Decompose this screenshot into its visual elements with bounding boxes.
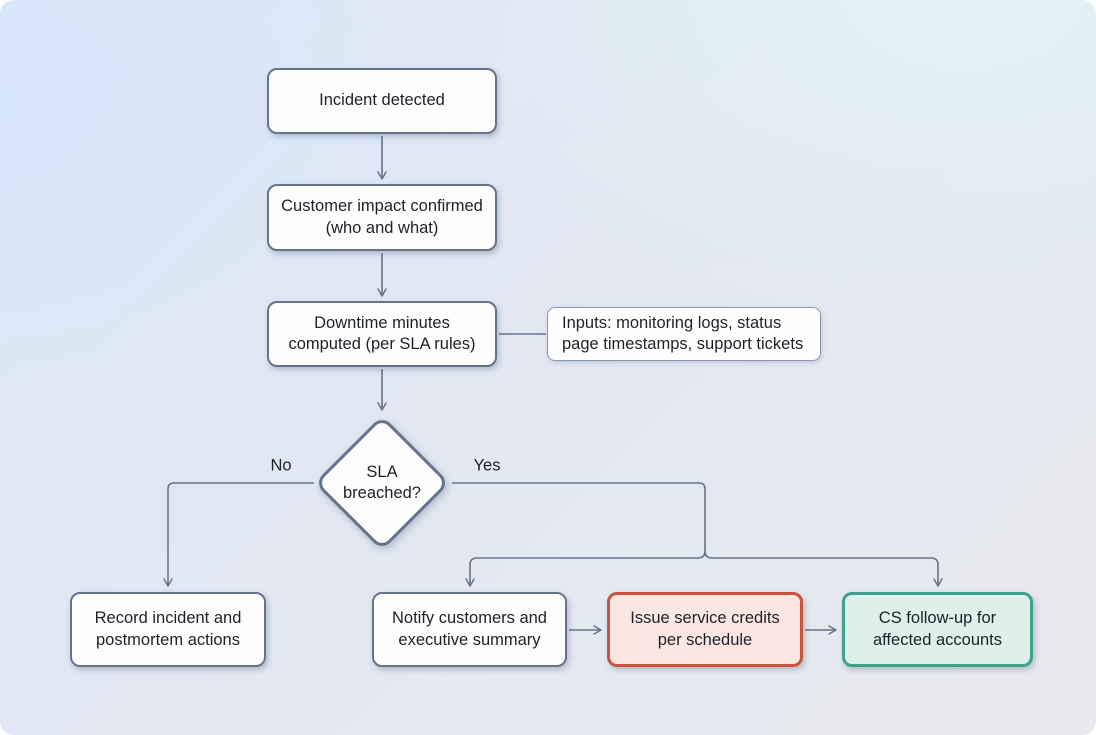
node-issue-credits: Issue service credits per schedule — [607, 592, 803, 667]
node-customer-impact: Customer impact confirmed (who and what) — [267, 184, 497, 251]
note-inputs-label: Inputs: monitoring logs, status page tim… — [562, 313, 804, 353]
edge-decision-no-to-record — [163, 482, 314, 587]
node-cs-followup: CS follow-up for affected accounts — [842, 592, 1033, 667]
edge-label-no: No — [270, 456, 292, 475]
decision-label: SLA breached? — [343, 462, 421, 502]
node-incident-detected: Incident detected — [267, 68, 497, 134]
edge-label-yes: Yes — [473, 456, 501, 475]
node-followup-label: CS follow-up for affected accounts — [872, 609, 1003, 649]
node-downtime-computed: Downtime minutes computed (per SLA rules… — [267, 301, 497, 367]
node-impact-label: Customer impact confirmed (who and what) — [281, 197, 483, 237]
node-notify-label: Notify customers and executive summary — [392, 609, 547, 649]
edge-yes-fork-to-followup — [704, 550, 943, 587]
edge-decision-yes-trunk — [452, 482, 706, 551]
node-record-incident: Record incident and postmortem actions — [70, 592, 266, 667]
node-downtime-label: Downtime minutes computed (per SLA rules… — [288, 313, 476, 353]
node-credits-label: Issue service credits per schedule — [630, 609, 780, 649]
edge-yes-fork-to-notify — [465, 550, 706, 587]
decision-sla-breached: SLA breached? — [314, 415, 450, 551]
node-notify-customers: Notify customers and executive summary — [372, 592, 567, 667]
note-inputs-sources: Inputs: monitoring logs, status page tim… — [547, 307, 821, 361]
node-record-label: Record incident and postmortem actions — [94, 609, 242, 649]
node-incident-label: Incident detected — [319, 91, 445, 110]
